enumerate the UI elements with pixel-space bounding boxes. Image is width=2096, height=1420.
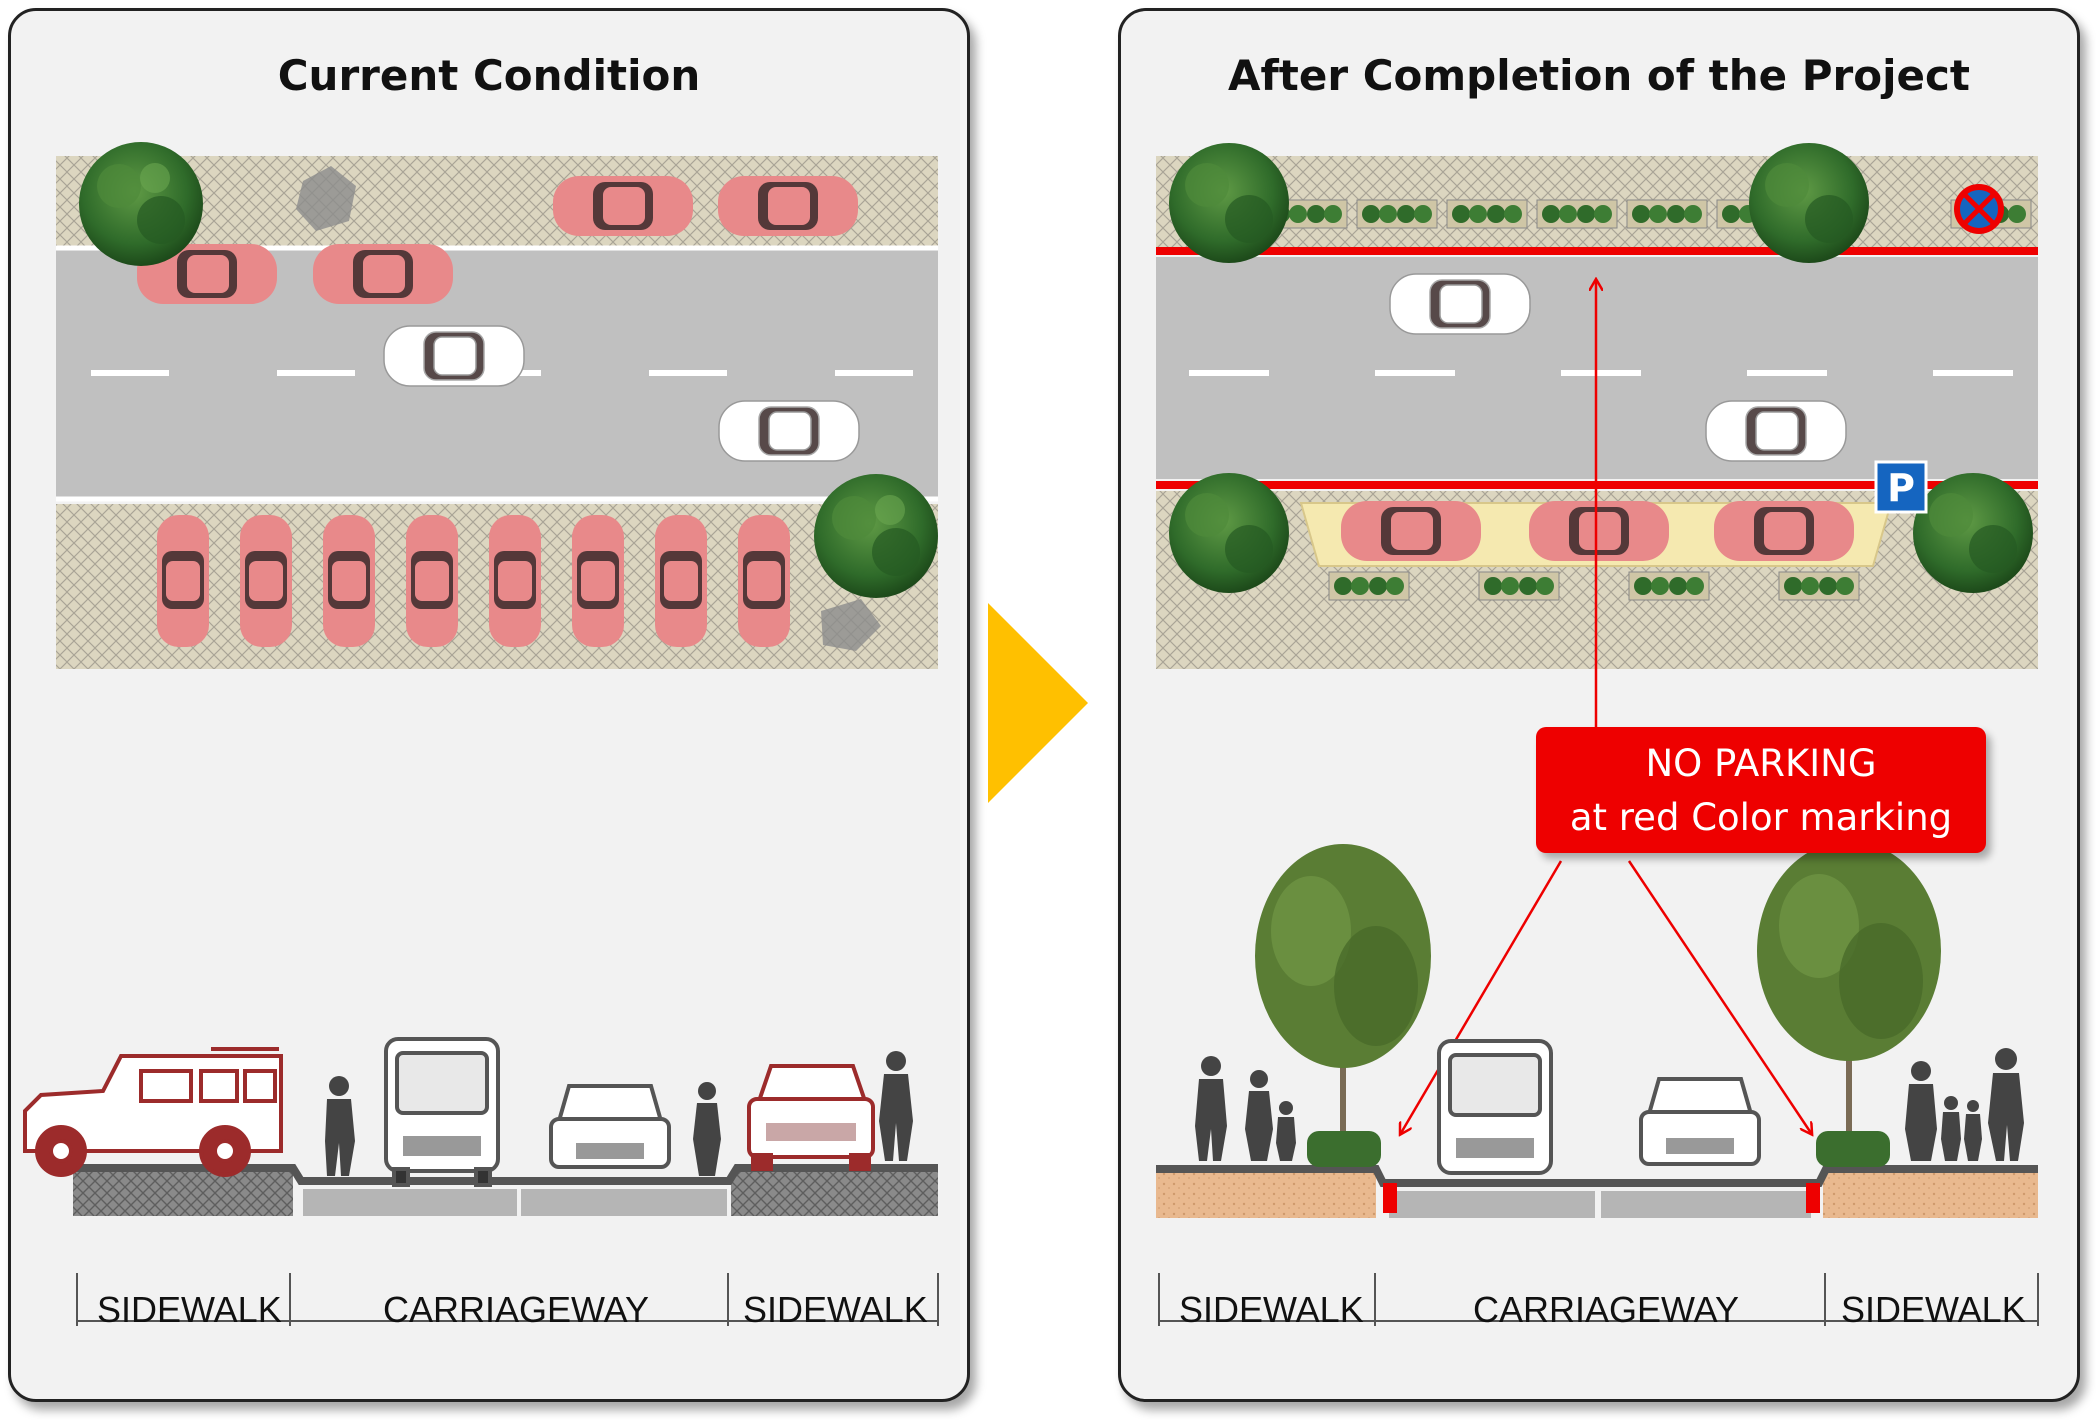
pedestrian-icon <box>1195 1056 1296 1161</box>
current-condition-panel: Current Condition <box>8 8 970 1402</box>
current-section-view <box>23 1037 938 1216</box>
annotation-arrows <box>1401 281 1811 1133</box>
bus-icon <box>1437 1039 1553 1175</box>
after-project-panel: After Completion of the Project <box>1118 8 2080 1402</box>
suv-icon <box>23 1047 283 1177</box>
bus-icon <box>384 1037 500 1187</box>
after-plan-view: P <box>1156 143 2039 1326</box>
tree-icon <box>1169 143 1289 263</box>
rock-icon <box>821 599 881 651</box>
label-carriageway: CARRIAGEWAY <box>1473 1289 1740 1330</box>
callout-line-1: NO PARKING <box>1645 742 1877 785</box>
tree-elevation-icon <box>1255 844 1431 1136</box>
pedestrian-icon <box>1905 1048 2024 1161</box>
red-car-front-icon <box>747 1064 875 1171</box>
car-front-icon <box>1639 1077 1761 1166</box>
tree-icon <box>1169 473 1289 593</box>
current-plan-view <box>23 142 939 1326</box>
tree-icon <box>79 142 203 266</box>
tree-icon <box>814 474 938 598</box>
hedge-icon <box>1816 1131 1890 1167</box>
pedestrian-icon <box>325 1076 355 1176</box>
no-stopping-sign-icon <box>1954 184 2004 234</box>
dimension-line <box>76 1273 939 1326</box>
pedestrian-icon <box>879 1051 913 1161</box>
callout-line-2: at red Color marking <box>1569 796 1953 839</box>
label-sidewalk-right: SIDEWALK <box>743 1289 928 1330</box>
pedestrian-icon <box>693 1082 721 1176</box>
hedge-icon <box>1307 1131 1381 1167</box>
label-sidewalk-left: SIDEWALK <box>97 1289 282 1330</box>
next-arrow-icon <box>988 603 1088 803</box>
tree-elevation-icon <box>1757 841 1941 1136</box>
label-sidewalk-right: SIDEWALK <box>1841 1289 2026 1330</box>
no-parking-callout: NO PARKING at red Color marking <box>1536 727 1986 853</box>
parked-car-icon <box>1341 501 1854 561</box>
after-section-view <box>1156 841 2038 1218</box>
label-carriageway: CARRIAGEWAY <box>383 1289 650 1330</box>
parking-sign-icon: P <box>1874 460 1928 514</box>
label-sidewalk-left: SIDEWALK <box>1179 1289 1364 1330</box>
panel-title-after: After Completion of the Project <box>1228 51 1970 100</box>
parking-sign-letter: P <box>1887 466 1915 510</box>
dimension-line <box>1158 1273 2039 1326</box>
tree-icon <box>1749 143 1869 263</box>
tree-icon <box>1913 473 2033 593</box>
car-front-icon <box>549 1084 671 1169</box>
panel-title-current: Current Condition <box>277 51 701 100</box>
rock-icon <box>296 166 356 231</box>
